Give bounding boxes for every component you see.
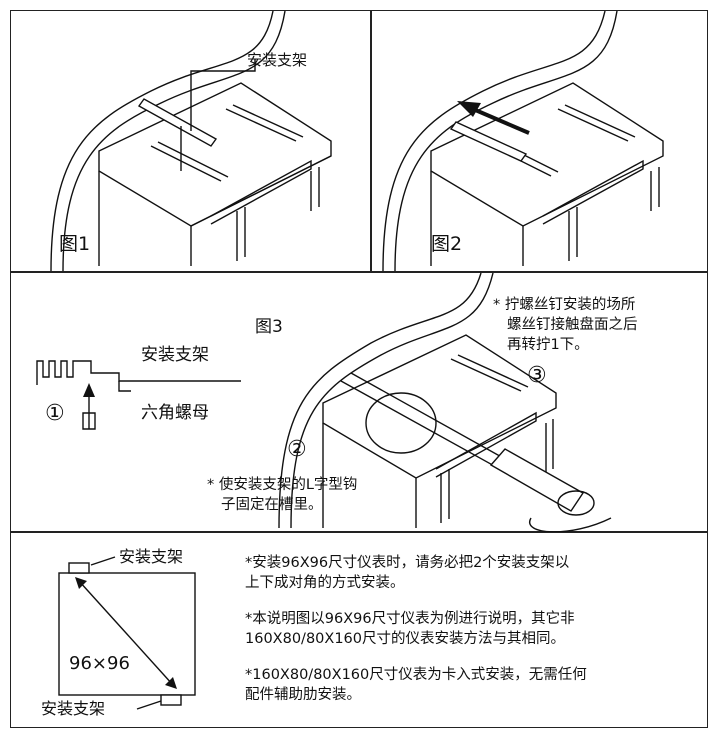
bracket-bottom-label: 安装支架	[41, 699, 106, 718]
step-1-marker: ①	[45, 401, 65, 426]
panel-figure-1-2: 安装支架 图1 图2	[10, 10, 708, 272]
screw-note: * 拧螺丝钉安装的场所 螺丝钉接触盘面之后 再转拧1下。	[493, 297, 638, 353]
figure-1-label: 图1	[59, 233, 91, 255]
bracket-label-2: 安装支架	[141, 345, 209, 365]
panel-divider	[370, 11, 372, 271]
panel-installation-notes: 安装支架 安装支架 96×96 *安装96X96尺寸仪表时，请务必把2个安装支架…	[10, 532, 708, 728]
figure-3-illustration	[36, 273, 612, 533]
size-label: 96×96	[69, 653, 130, 674]
figure-2-label: 图2	[431, 233, 463, 255]
install-note-2: *本说明图以96X96尺寸仪表为例进行说明，其它非 160X80/80X160尺…	[245, 611, 575, 647]
figure-1-2-illustration	[50, 11, 664, 272]
step-2-marker: ②	[287, 437, 307, 462]
figure-3-label: 图3	[255, 317, 283, 337]
step-3-marker: ③	[527, 363, 547, 388]
panel-figure-3: 图3 安装支架 六角螺母 ① ② ③ * 拧螺丝钉安装的场所 螺丝钉接触盘面之后…	[10, 272, 708, 533]
bracket-top-label: 安装支架	[119, 547, 184, 566]
hex-nut-label: 六角螺母	[141, 403, 209, 423]
bracket-label: 安装支架	[247, 51, 308, 69]
diagonal-bracket-diagram	[58, 556, 196, 710]
l-hook-note: * 使安装支架的L字型钩 子固定在槽里。	[207, 477, 358, 513]
install-note-1: *安装96X96尺寸仪表时，请务必把2个安装支架以 上下成对角的方式安装。	[245, 555, 570, 591]
install-note-3: *160X80/80X160尺寸仪表为卡入式安装，无需任何 配件辅助肋安装。	[245, 667, 587, 703]
